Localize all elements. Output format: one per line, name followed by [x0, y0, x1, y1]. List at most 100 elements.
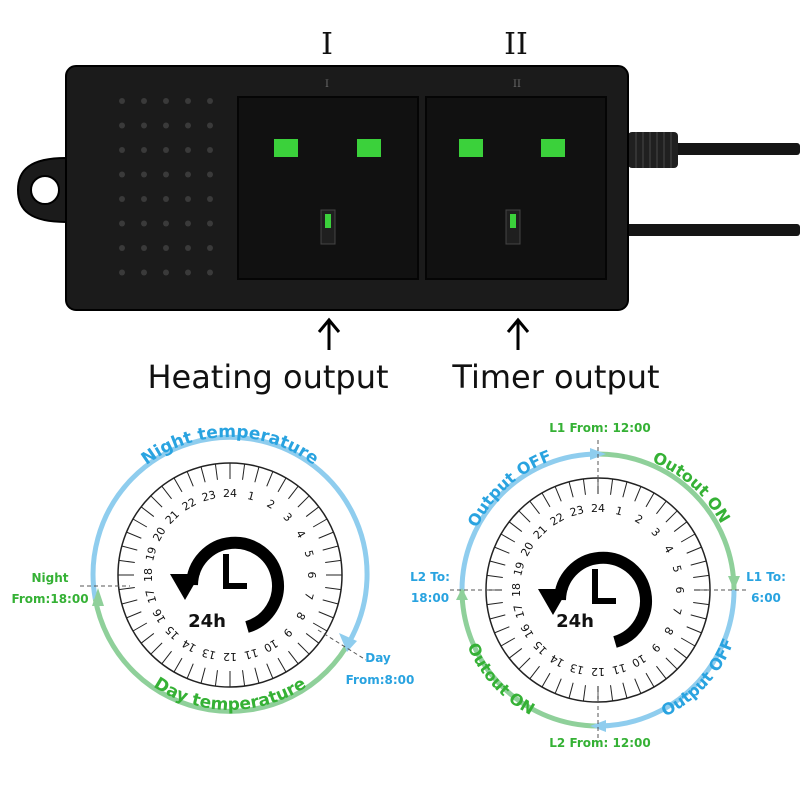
night-arc — [90, 434, 370, 640]
dial-tick — [656, 665, 667, 680]
dial-tick — [529, 500, 540, 515]
output-on-arc — [459, 589, 599, 729]
dial-tick — [200, 667, 206, 684]
dial-tick — [680, 533, 696, 543]
dial-tick — [118, 559, 135, 563]
vent-hole — [185, 196, 191, 202]
vent-hole — [163, 122, 169, 129]
vent-hole — [207, 171, 213, 178]
vent-hole — [207, 196, 213, 202]
vent-hole — [185, 269, 191, 276]
dial-tick — [582, 685, 586, 702]
dial-hour-number: 23 — [568, 503, 585, 519]
dial-tick — [288, 485, 299, 500]
dial-tick — [126, 611, 142, 619]
vent-hole — [207, 122, 213, 129]
vent-hole — [207, 245, 213, 251]
vent-hole — [185, 171, 191, 178]
led-indicator — [357, 139, 381, 157]
dial-tick — [686, 626, 702, 634]
dial-tick — [489, 614, 506, 620]
dial-tick — [610, 478, 614, 495]
dial-tick — [554, 486, 562, 502]
dial-tick — [132, 622, 148, 632]
dial-tick — [582, 478, 586, 495]
dial-tick — [322, 599, 339, 605]
dial-tick — [634, 678, 642, 694]
l2-from-label: L2 From: 12:00 — [549, 736, 650, 750]
l2-to-time: 18:00 — [411, 591, 449, 605]
led-indicator — [459, 139, 483, 157]
dial-hour-number: 14 — [180, 636, 199, 654]
vent-hole — [119, 171, 125, 178]
dial-hour-number: 19 — [511, 560, 527, 577]
vent-hole — [163, 220, 169, 227]
day-arc — [92, 598, 354, 714]
dial-tick — [318, 531, 334, 539]
dial-ticks — [486, 478, 710, 702]
vent-hole — [119, 196, 125, 202]
dial-ticks — [118, 463, 342, 687]
center-label: 24h — [188, 611, 226, 632]
dial-tick — [690, 560, 707, 566]
dial-tick — [634, 486, 642, 502]
dial-tick — [656, 500, 667, 515]
dial-tick — [494, 626, 510, 634]
dial-tick — [214, 670, 218, 687]
vent-hole — [185, 98, 191, 104]
dial-tick — [325, 587, 342, 591]
dial-tick — [673, 521, 688, 532]
dial-tick — [297, 495, 310, 508]
dial-hour-number: 12 — [591, 665, 605, 678]
l1-to-title: L1 To: — [746, 570, 786, 584]
dial-tick — [645, 492, 655, 508]
dial-tick — [645, 672, 655, 688]
arc-arrowhead — [92, 588, 104, 606]
dial-tick — [489, 560, 506, 566]
vent-hole — [141, 122, 147, 129]
dial-tick — [693, 602, 710, 606]
dial-tick — [693, 574, 710, 578]
dial-tick — [297, 642, 310, 655]
socket-marker-1: I — [325, 79, 329, 90]
dial-tick — [322, 545, 339, 551]
vent-hole — [119, 122, 125, 129]
dial-tick — [568, 481, 574, 498]
dial-hour-number: 1 — [246, 489, 256, 503]
vent-hole — [207, 147, 213, 153]
arc-arrowhead — [339, 633, 357, 652]
vent-hole — [141, 171, 147, 178]
vent-hole — [119, 98, 125, 104]
vent-hole — [119, 269, 125, 276]
dial-tick — [118, 587, 135, 591]
dial-tick — [665, 657, 678, 670]
heating-output-label: Heating output — [147, 358, 388, 396]
vent-hole — [163, 196, 169, 202]
timer-output-label: Timer output — [451, 358, 659, 396]
dial-tick — [173, 477, 183, 493]
dial-hour-number: 13 — [200, 646, 217, 662]
dial-tick — [680, 637, 696, 647]
dial-tick — [686, 546, 702, 554]
dial-tick — [173, 657, 183, 673]
dial-hour-number: 11 — [243, 646, 260, 662]
dial-tick — [121, 599, 138, 605]
arc-arrowhead — [456, 588, 468, 600]
dial-hour-number: 18 — [510, 583, 523, 597]
socket-numeral-1: I — [321, 27, 333, 62]
vent-hole — [141, 98, 147, 104]
dial-tick — [254, 466, 260, 483]
vent-hole — [207, 220, 213, 227]
vent-hole — [185, 122, 191, 129]
dial-tick — [500, 533, 516, 543]
vent-hole — [163, 171, 169, 178]
cable-strain-relief — [628, 132, 678, 168]
vent-hole — [141, 245, 147, 251]
vent-hole — [163, 98, 169, 104]
vent-hole — [119, 220, 125, 227]
dial-tick — [325, 559, 342, 563]
dial-tick — [568, 682, 574, 699]
dial-hour-number: 17 — [511, 603, 527, 620]
